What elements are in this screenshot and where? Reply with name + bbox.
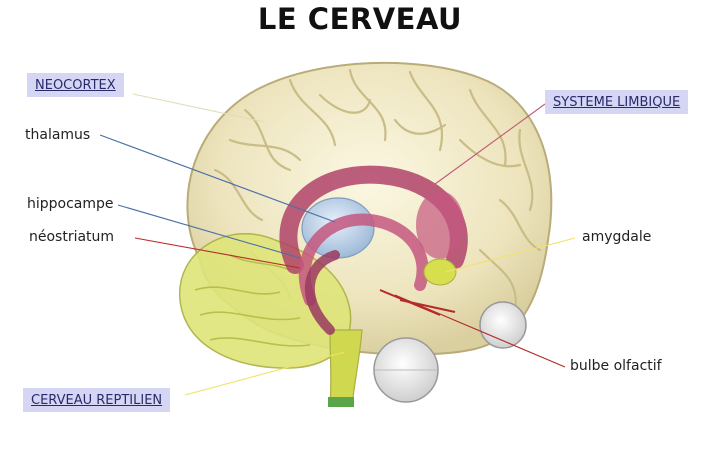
leader-reptilien [184,351,346,396]
category-limbic-system: SYSTEME LIMBIQUE [545,90,689,114]
leader-neostriatum [134,237,301,269]
olfactory-tracts [379,289,456,316]
label-hippocampe: hippocampe [27,196,114,212]
leader-neocortex [132,93,266,123]
leader-hippocampe [117,204,301,259]
leader-amygdale [444,237,576,273]
label-neostriatum: néostriatum [29,229,115,245]
category-neocortex: NEOCORTEX [27,73,124,97]
eyeballs [373,301,527,403]
leader-limbic [419,103,546,196]
leader-thalamus [99,134,336,223]
label-thalamus: thalamus [25,127,91,143]
limbic-region [279,165,468,335]
label-amygdale: amygdale [582,229,652,245]
amygdala-structure [423,258,457,286]
label-bulbe-olfactif: bulbe olfactif [570,358,662,374]
category-reptilian-brain: CERVEAU REPTILIEN [23,388,171,412]
page-title: LE CERVEAU [257,2,463,36]
